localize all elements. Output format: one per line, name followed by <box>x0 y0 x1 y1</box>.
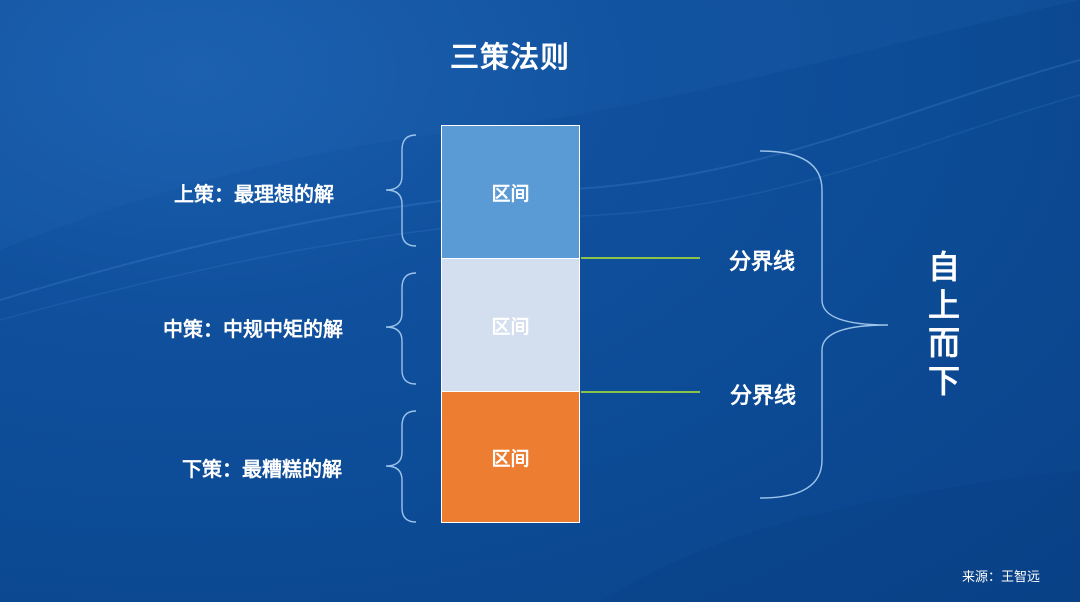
interval-block-bottom-text: 区间 <box>491 447 530 470</box>
divider-label-1: 分界线 <box>729 250 796 275</box>
interval-block-middle-text: 区间 <box>491 315 530 338</box>
direction-char-1: 自 <box>927 248 960 286</box>
direction-char-2: 上 <box>927 286 960 324</box>
interval-block-top-text: 区间 <box>491 182 530 205</box>
interval-stack: 区间 区间 区间 <box>441 125 580 523</box>
divider-label-2: 分界线 <box>730 384 797 409</box>
tier-label-bottom: 下策：最糟糕的解 <box>182 457 342 481</box>
direction-char-3: 而 <box>927 324 960 362</box>
interval-block-bottom: 区间 <box>441 391 580 523</box>
tier-label-top: 上策：最理想的解 <box>174 182 334 206</box>
page-title: 三策法则 <box>449 40 570 74</box>
tier-label-middle: 中策：中规中矩的解 <box>163 317 343 341</box>
interval-block-top: 区间 <box>441 125 580 259</box>
direction-vertical-text: 自 上 而 下 <box>924 248 964 400</box>
interval-block-middle: 区间 <box>441 258 580 392</box>
direction-char-4: 下 <box>927 362 960 400</box>
source-credit: 来源：王智远 <box>962 570 1041 585</box>
